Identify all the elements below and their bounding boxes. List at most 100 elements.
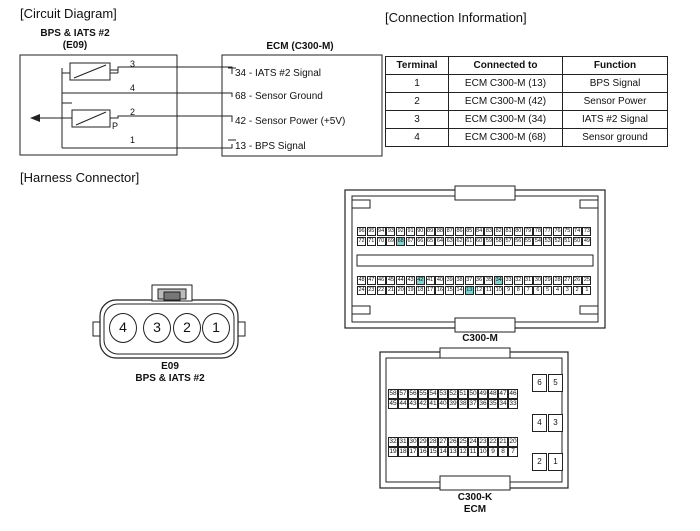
c300m-pin: 25 (582, 276, 592, 285)
c300m-pin: 60 (474, 237, 484, 246)
c300m-pin: 22 (376, 286, 386, 295)
c300m-pin: 78 (533, 227, 543, 236)
c300m-pin: 68 (396, 237, 406, 246)
c300m-pin: 62 (455, 237, 464, 246)
c300k-pin: 7 (508, 447, 518, 457)
c300m-pin: 29 (543, 276, 553, 285)
c300m-pin: 52 (553, 237, 562, 246)
c300k-pin: 8 (498, 447, 508, 457)
c300k-pin: 35 (488, 399, 498, 409)
connection-table: Terminal Connected to Function 1 ECM C30… (385, 56, 668, 147)
c300m-pin: 42 (415, 276, 425, 285)
c300k-pin: 48 (488, 389, 498, 399)
c300m-pin: 19 (406, 286, 415, 295)
c300m-pin: 7 (523, 286, 533, 295)
c300m-pin: 38 (455, 276, 464, 285)
c300k-pin: 15 (428, 447, 438, 457)
c300m-pin: 81 (504, 227, 513, 236)
c300m-pin: 92 (396, 227, 406, 236)
sensor-pin-1: 1 (130, 135, 136, 145)
c300m-pin: 80 (513, 227, 523, 236)
sensor-pin-4: 4 (130, 83, 136, 93)
c300m-pin: 5 (543, 286, 553, 295)
c300m-pin: 49 (582, 237, 592, 246)
c300k-pin: 51 (458, 389, 468, 399)
c300m-pin: 31 (523, 276, 533, 285)
c300k-pin: 45 (388, 399, 398, 409)
c300k-pin: 18 (398, 447, 408, 457)
c300m-pin: 94 (376, 227, 386, 236)
c300m-pin: 79 (523, 227, 533, 236)
c300m-pin: 45 (386, 276, 396, 285)
c300m-pin: 11 (484, 286, 494, 295)
c300m-pin: 35 (484, 276, 494, 285)
c300m-pin: 1 (582, 286, 592, 295)
sensor-box (19, 54, 178, 156)
c300k-big-pin: 1 (548, 453, 563, 471)
c300m-pin: 30 (533, 276, 543, 285)
c300m-pin: 82 (494, 227, 504, 236)
c300m-pin: 17 (425, 286, 435, 295)
e09-pin: 4 (109, 313, 137, 343)
c300m-pin: 64 (435, 237, 445, 246)
c300m-pin: 32 (513, 276, 523, 285)
e09-label-name: BPS & IATS #2 (135, 373, 205, 384)
c300k-pin: 11 (468, 447, 478, 457)
table-row: 4 ECM C300-M (68) Sensor ground (385, 128, 668, 147)
cell-connected: ECM C300-M (68) (448, 128, 563, 147)
c300k-pin: 36 (478, 399, 488, 409)
c300m-pin: 34 (494, 276, 504, 285)
c300m-pin: 33 (504, 276, 513, 285)
c300m-pin: 20 (396, 286, 406, 295)
c300m-pin: 85 (464, 227, 474, 236)
sensor-name: BPS & IATS #2 (40, 28, 110, 39)
c300m-pin: 73 (582, 227, 592, 236)
c300m-pin: 50 (572, 237, 582, 246)
c300k-pin: 19 (388, 447, 398, 457)
c300k-pin: 53 (438, 389, 448, 399)
c300k-pin: 33 (508, 399, 518, 409)
c300m-pin: 59 (484, 237, 494, 246)
c300k-pin: 38 (458, 399, 468, 409)
c300m-pin: 87 (445, 227, 455, 236)
c300m-pin: 3 (562, 286, 572, 295)
circuit-diagram-heading: [Circuit Diagram] (20, 6, 117, 21)
c300m-pin: 24 (357, 286, 366, 295)
c300k-big-pin: 4 (532, 414, 547, 432)
c300m-pin: 55 (523, 237, 533, 246)
ecm-box (221, 54, 383, 157)
c300m-pin: 89 (425, 227, 435, 236)
c300m-pin: 47 (366, 276, 376, 285)
c300m-pin: 76 (553, 227, 562, 236)
c300k-pin: 44 (398, 399, 408, 409)
c300k-pin: 58 (388, 389, 398, 399)
c300k-pin: 10 (478, 447, 488, 457)
c300k-pin: 42 (418, 399, 428, 409)
c300m-pin: 67 (406, 237, 415, 246)
c300k-pin: 16 (418, 447, 428, 457)
c300k-label: C300-K (457, 492, 493, 503)
c300m-pin: 75 (562, 227, 572, 236)
c300m-pin: 91 (406, 227, 415, 236)
ecm-pin-42: 42 - Sensor Power (+5V) (235, 116, 346, 127)
c300k-pin: 56 (408, 389, 418, 399)
p-label: P (112, 121, 119, 131)
c300k-pin: 17 (408, 447, 418, 457)
c300m-pin: 51 (562, 237, 572, 246)
c300m-pin: 44 (396, 276, 406, 285)
sensor-pin-2: 2 (130, 107, 136, 117)
c300k-pin: 31 (398, 437, 408, 447)
c300k-pin: 23 (478, 437, 488, 447)
c300m-pin: 90 (415, 227, 425, 236)
c300k-pin: 20 (508, 437, 518, 447)
wire-4 (62, 92, 233, 97)
c300k-pin: 37 (468, 399, 478, 409)
c300k-pin: 21 (498, 437, 508, 447)
c300m-pin: 37 (464, 276, 474, 285)
e09-pin: 1 (202, 313, 230, 343)
ecm-name: ECM (C300-M) (266, 41, 334, 52)
c300m-pin: 77 (543, 227, 553, 236)
wire-3 (110, 66, 233, 74)
c300m-pin: 56 (513, 237, 523, 246)
